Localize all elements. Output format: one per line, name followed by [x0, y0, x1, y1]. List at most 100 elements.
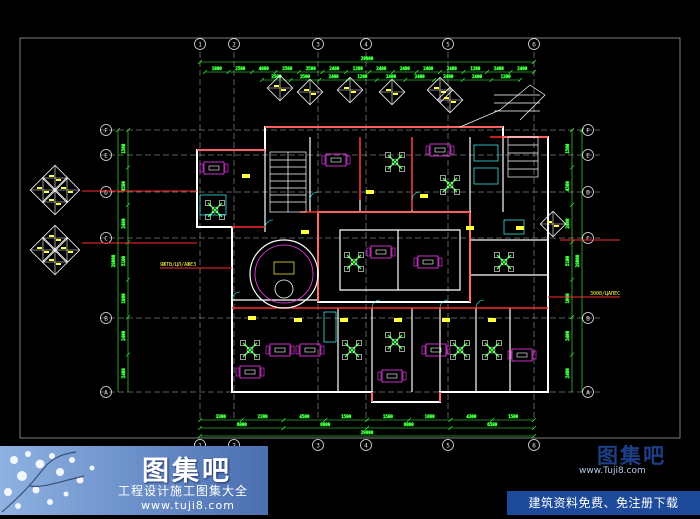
door-swing	[439, 299, 449, 309]
dim-top-row1-tick	[202, 69, 208, 75]
table-top	[500, 258, 508, 266]
axis-label-side: E	[586, 153, 590, 160]
left-url[interactable]: www.tuji8.com	[141, 499, 235, 512]
dim-top-row1-label: 2500	[306, 66, 317, 71]
legend-badge	[266, 74, 294, 102]
chair	[482, 340, 488, 346]
axis-bubble-top	[360, 38, 372, 50]
dim-left-total-tick	[115, 127, 121, 133]
dim-bottom-row2-label: 6500	[487, 422, 498, 427]
armchair	[421, 345, 426, 355]
coffee-table	[434, 147, 446, 153]
dim-bottom-row2-tick	[364, 425, 370, 431]
room-tag	[394, 318, 402, 322]
dim-left-a-tick	[125, 277, 131, 282]
dim-top-row2-tick	[345, 77, 351, 83]
dim-right-a-tick	[569, 277, 575, 282]
sofa-set	[321, 153, 351, 167]
chair	[399, 152, 405, 158]
axis-label-side: B	[586, 316, 590, 323]
dim-bottom-row2-tick	[531, 425, 537, 431]
axis-label-bottom: 5	[446, 443, 450, 450]
chair	[399, 166, 405, 172]
right-brand: 图集吧	[597, 443, 666, 468]
diamond-cell	[41, 248, 69, 276]
right-banner[interactable]: 建筑资料免费、免注册下载	[507, 491, 700, 515]
dim-top-total-label: 29000	[361, 56, 374, 61]
dim-top-row1-tick	[461, 69, 466, 75]
dim-bottom-row2-label: 8000	[404, 422, 415, 427]
dim-top-row2-tick	[403, 77, 408, 83]
dim-bottom-total-label: 29000	[361, 430, 374, 435]
dim-left-a-tick	[125, 165, 131, 170]
dim-left-total-label: 29000	[111, 254, 116, 267]
axis-bubble-top	[442, 38, 454, 50]
axis-bubble-top	[194, 38, 206, 50]
dim-top-row2-label: 2500	[300, 74, 311, 79]
axis-label-side: F	[104, 128, 108, 135]
dim-left-a-tick	[125, 240, 131, 245]
watermark-right: 图集吧 www.Tuji8.com 建筑资料免费、免注册下载	[507, 436, 700, 515]
table-top	[350, 258, 358, 266]
room-tag	[516, 226, 524, 230]
dim-left-a-label: 1500	[121, 143, 126, 154]
left-slogan: 工程设计施工图集大全	[117, 484, 248, 498]
table-top	[246, 346, 254, 354]
axis-bubble-bottom	[360, 439, 372, 451]
axis-label-top: 3	[316, 42, 320, 49]
dim-right-a-tick	[569, 165, 575, 170]
chair	[342, 354, 348, 360]
badge-tag	[68, 251, 73, 253]
badge-tag	[56, 239, 61, 241]
dim-right-a-label: 5100	[565, 255, 570, 266]
door-swing	[371, 299, 381, 309]
dim-left-a-label: 2400	[121, 368, 126, 379]
sofa	[269, 343, 291, 357]
axis-bubble-side	[100, 312, 112, 324]
badge-tag	[311, 93, 316, 95]
right-site[interactable]: www.Tuji8.com	[579, 466, 646, 476]
axis-label-side: D	[586, 190, 590, 197]
room-tag	[488, 318, 496, 322]
dim-top-row1-label: 2400	[376, 66, 387, 71]
room-tag	[366, 190, 374, 194]
axis-label-side: C	[586, 236, 590, 243]
chair	[385, 166, 391, 172]
armchair	[346, 155, 351, 165]
chair	[254, 354, 260, 360]
dim-top-row2-label: 2400	[386, 74, 397, 79]
axis-bubble-side	[582, 232, 594, 244]
room-tag	[248, 316, 256, 320]
dim-bottom-row2-tick	[197, 425, 203, 431]
axis-bubble-bottom	[442, 439, 454, 451]
axis-label-bottom: 3	[316, 443, 320, 450]
dim-right-a-label: 1000	[565, 293, 570, 304]
axis-label-side: B	[104, 316, 108, 323]
door-swing	[475, 299, 485, 309]
dim-top-row2-tick	[489, 77, 494, 83]
chair	[450, 354, 456, 360]
dim-top-total-tick	[531, 59, 537, 65]
chair	[385, 152, 391, 158]
chair	[496, 340, 502, 346]
axis-bubble-side	[100, 149, 112, 161]
dim-left-a-label: 4500	[121, 181, 126, 192]
coffee-table	[208, 165, 220, 171]
dim-right-a-label: 1500	[565, 143, 570, 154]
sofa	[429, 143, 451, 157]
sofa-set	[199, 161, 229, 175]
sofa-set	[421, 343, 451, 357]
dim-left-a-tick	[125, 127, 131, 133]
dim-top-row1-tick	[414, 69, 419, 75]
dim-top-row1-tick	[320, 69, 325, 75]
dim-top-row2-label: 1200	[357, 74, 368, 79]
dim-left-a-label: 2400	[121, 330, 126, 341]
armchair	[507, 350, 512, 360]
dim-bottom-row2-label: 6000	[237, 422, 248, 427]
axis-label-side: E	[104, 153, 108, 160]
badge-frame	[266, 74, 294, 102]
dim-top-row1-label: 2500	[235, 66, 246, 71]
chair	[342, 340, 348, 346]
chair	[440, 189, 446, 195]
